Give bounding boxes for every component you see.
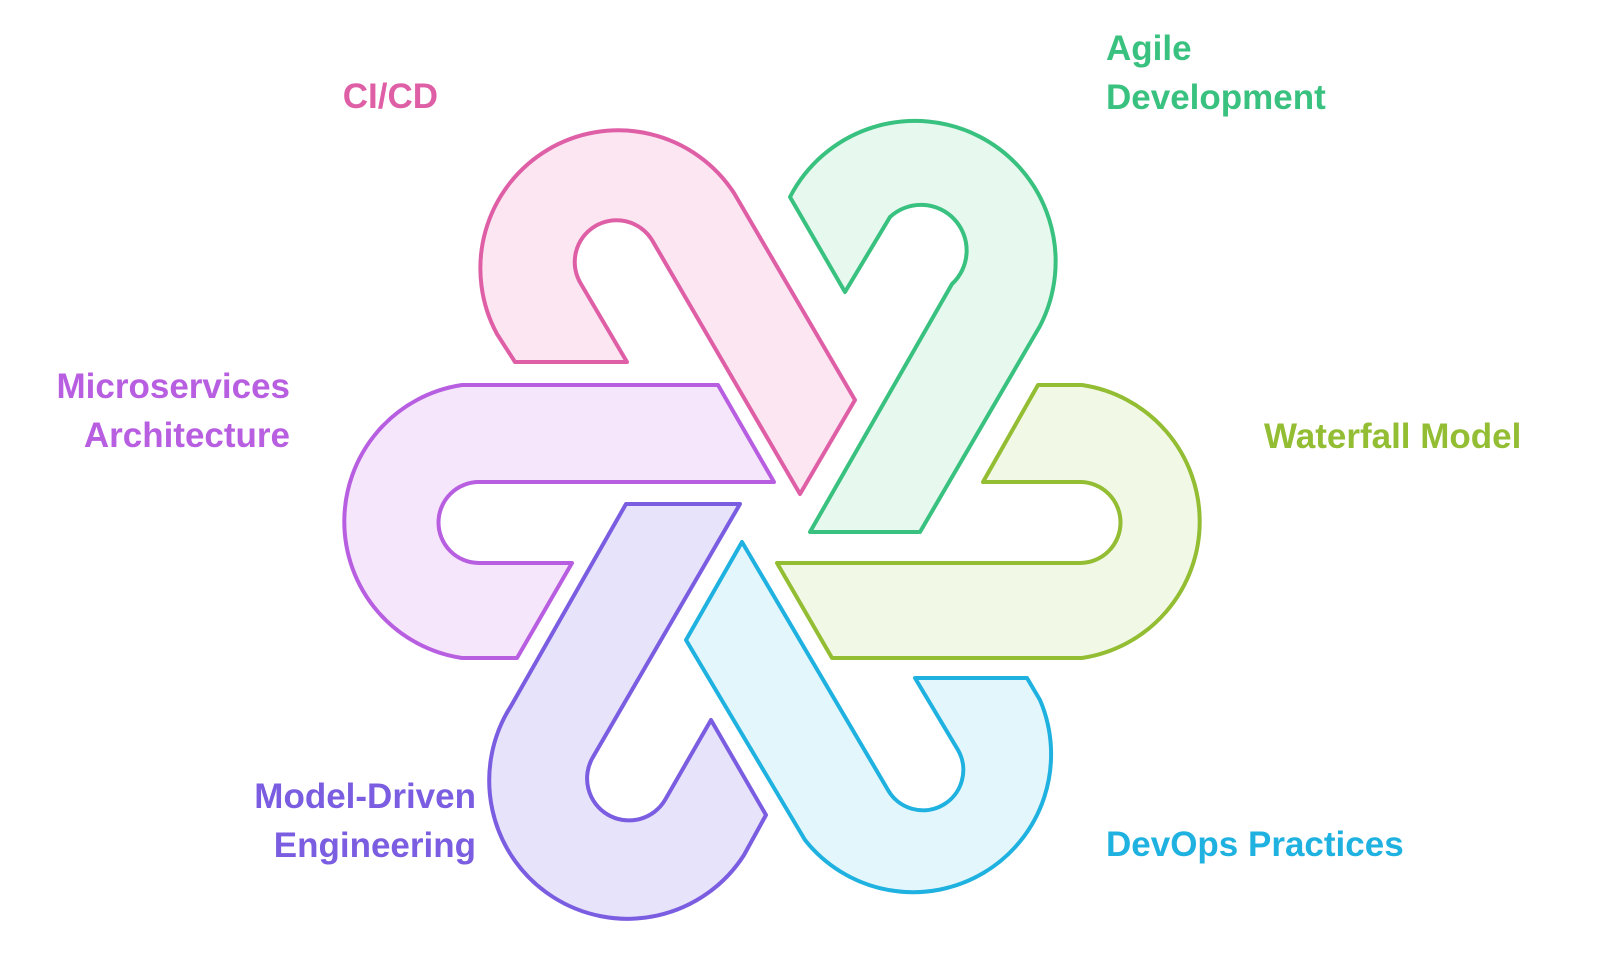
label-model-driven-engineering: Model-Driven Engineering	[254, 772, 476, 870]
label-agile-development: Agile Development	[1106, 24, 1326, 122]
label-microservices-architecture-line-1: Microservices	[56, 367, 290, 406]
label-agile-development-line-1: Agile	[1106, 29, 1192, 68]
label-waterfall-model-line-1: Waterfall Model	[1264, 417, 1522, 456]
label-model-driven-engineering-line-2: Engineering	[273, 826, 476, 865]
label-agile-development-line-2: Development	[1106, 78, 1326, 117]
label-model-driven-engineering-line-1: Model-Driven	[254, 777, 476, 816]
label-microservices-architecture-line-2: Architecture	[83, 416, 290, 455]
label-devops-practices-line-1: DevOps Practices	[1106, 825, 1404, 864]
loop-cicd	[478, 128, 857, 496]
loop-microservices	[342, 383, 776, 660]
loops-group	[342, 118, 1202, 921]
loop-mde	[487, 502, 768, 921]
loop-waterfall	[775, 383, 1202, 660]
label-microservices-architecture: Microservices Architecture	[57, 362, 290, 460]
label-ci-cd: CI/CD	[343, 72, 438, 121]
loop-devops	[684, 540, 1054, 895]
label-ci-cd-line-1: CI/CD	[342, 77, 438, 116]
label-devops-practices: DevOps Practices	[1106, 820, 1404, 869]
label-waterfall-model: Waterfall Model	[1264, 412, 1521, 461]
loop-agile	[788, 118, 1058, 534]
